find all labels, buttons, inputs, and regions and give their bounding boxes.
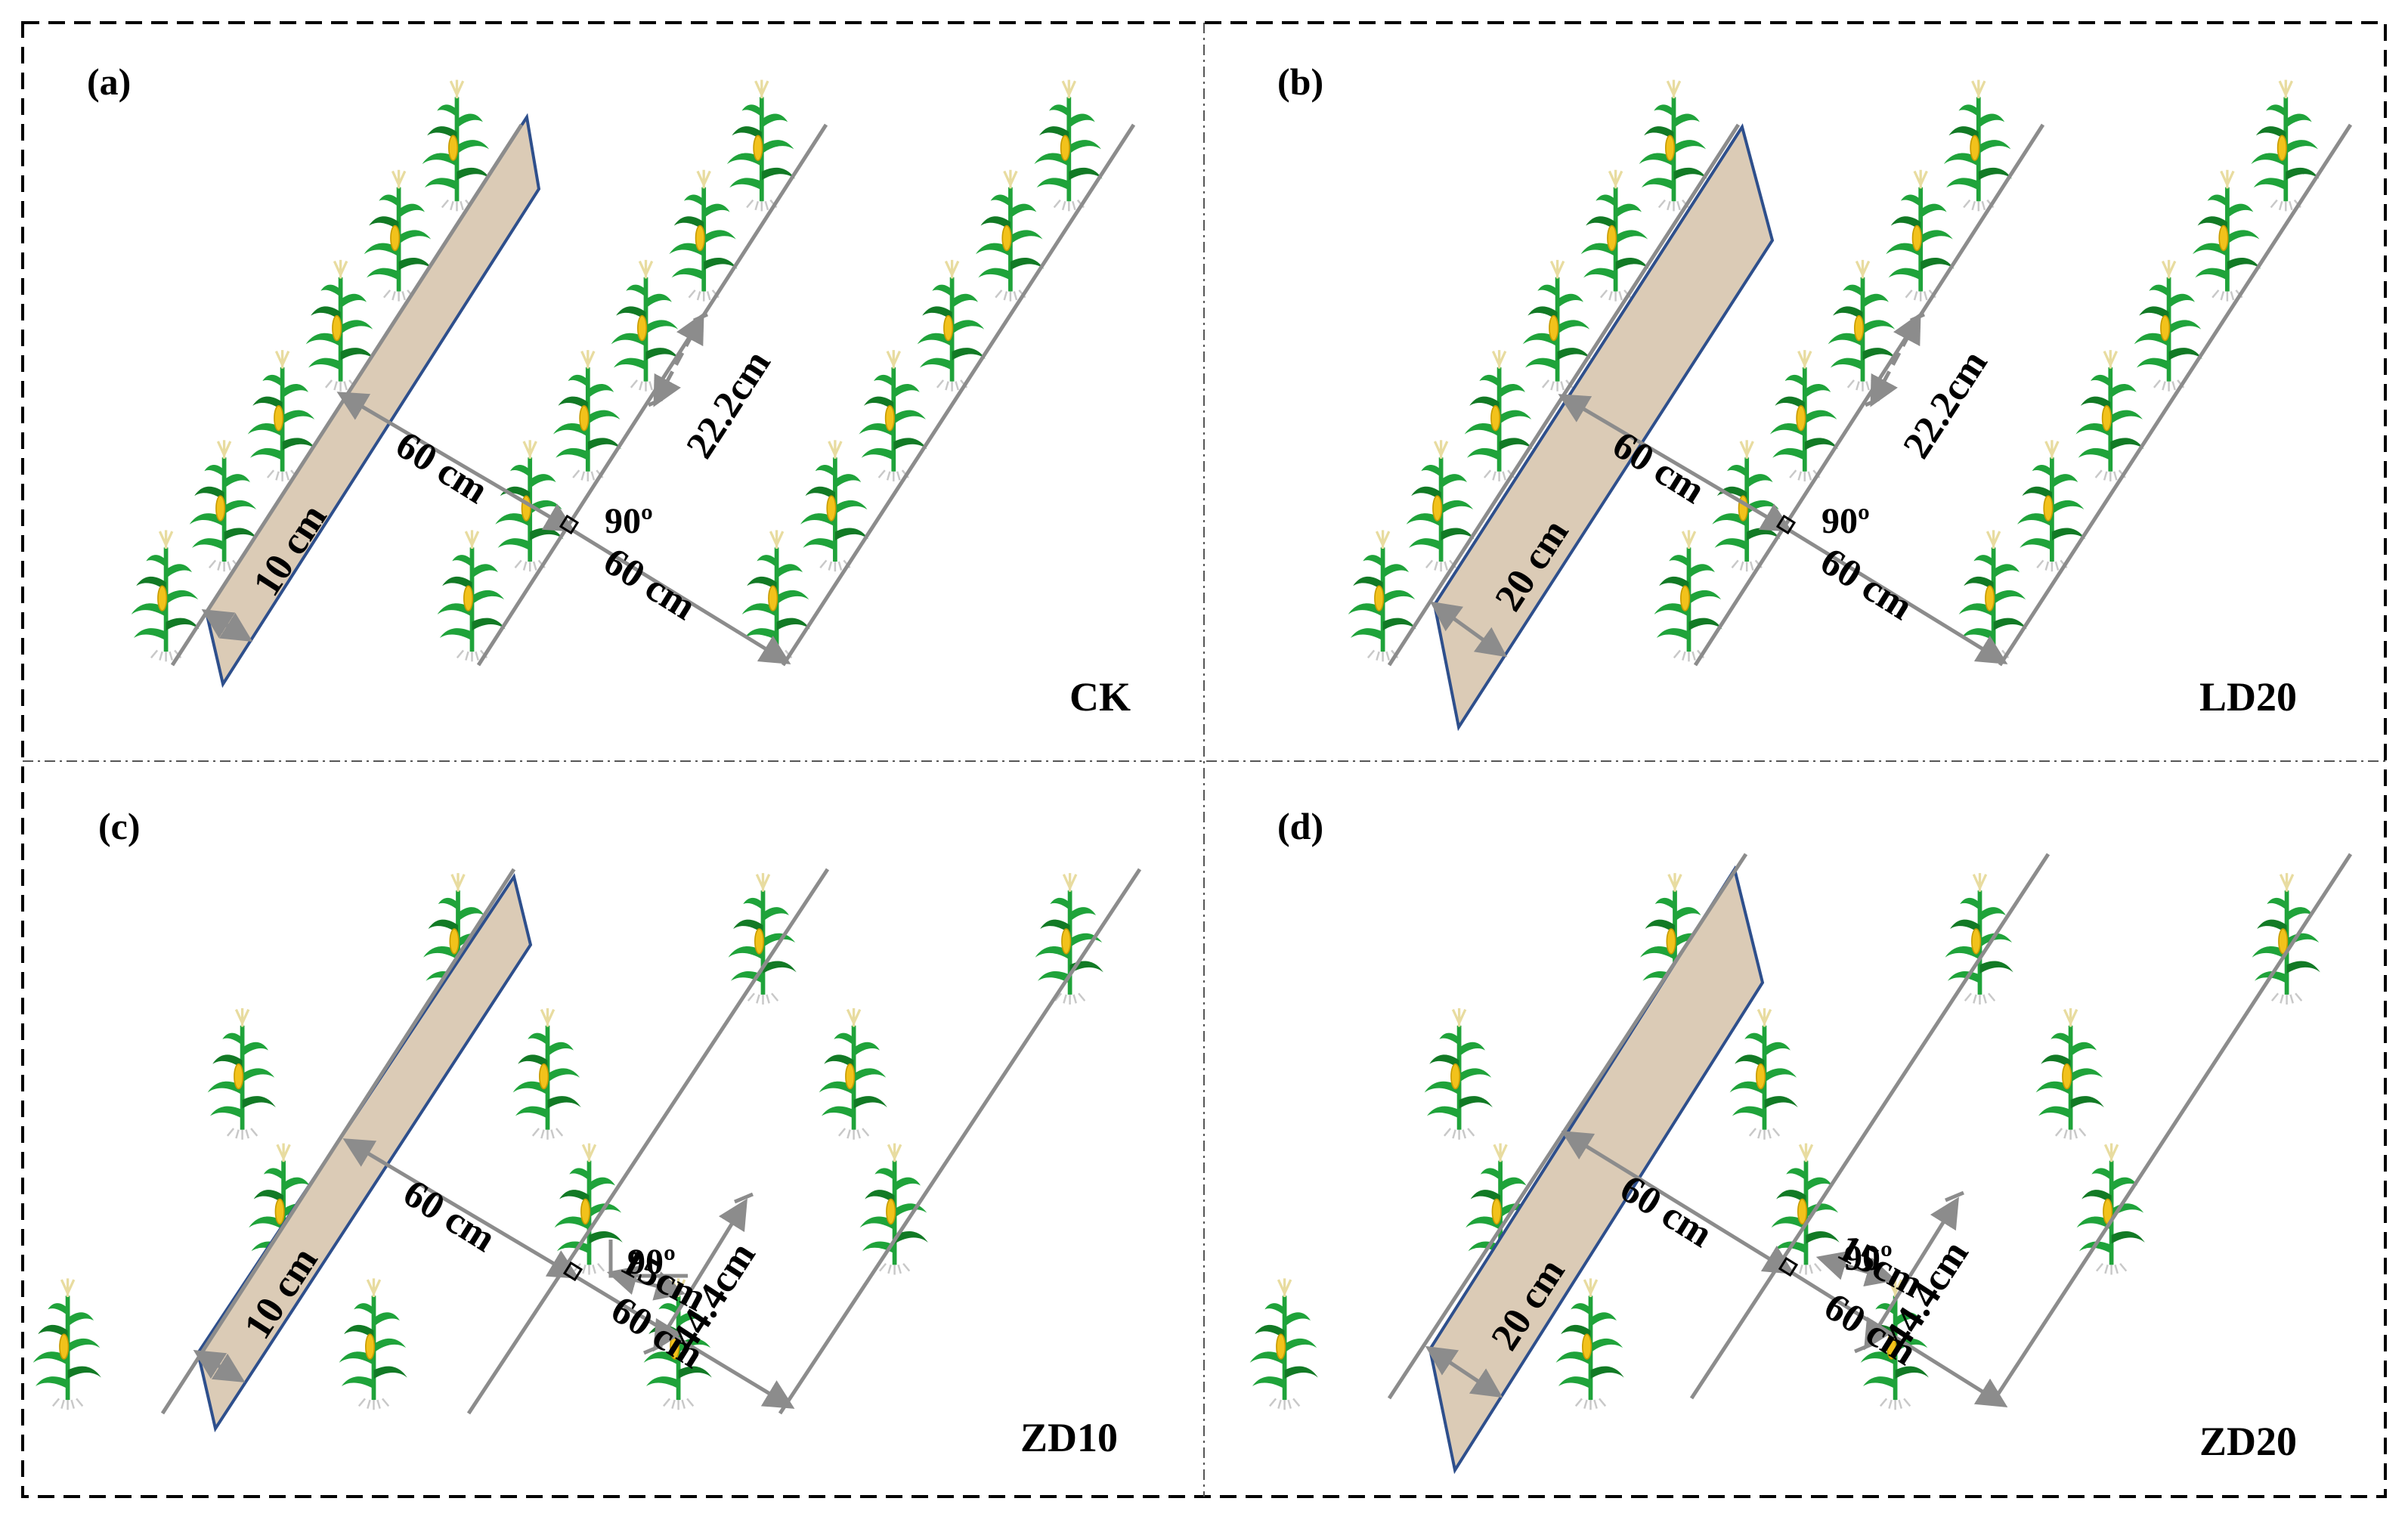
plant-row-3: [1998, 123, 2353, 667]
plant-row-3: [781, 123, 1136, 667]
row-spacing-label-1: 60 cm: [1605, 423, 1713, 512]
right-angle-mark: [1775, 514, 1797, 535]
right-angle-mark: [562, 1261, 583, 1282]
row-spacing-arrow-2: [569, 527, 791, 664]
maize-plant-icon: [208, 1008, 276, 1140]
plant-spacing-arrow: [1864, 1196, 1959, 1351]
row-spacing-label-2: 60 cm: [596, 540, 704, 629]
angle-label: 90º: [1844, 1238, 1893, 1278]
maize-plant-icon: [1730, 1008, 1798, 1140]
right-angle-mark: [1778, 1256, 1799, 1277]
panel-label: (d): [1277, 805, 1323, 847]
row-spacing-arrow-1: [336, 392, 576, 532]
maize-plant-icon: [1250, 1278, 1318, 1410]
plant-spacing-arrow: [653, 312, 704, 407]
maize-plant-icon: [1772, 1144, 1840, 1275]
plant-spacing-arrow: [653, 1198, 747, 1352]
row-spacing-arrow-1: [1558, 394, 1793, 532]
treatment-label: CK: [1069, 674, 1131, 720]
tick-mark: [647, 397, 664, 407]
strip-width-arrow: [1429, 601, 1508, 658]
maize-plant-icon: [1556, 1278, 1624, 1410]
outer-frame: [21, 21, 2387, 1498]
panel-label: (a): [87, 60, 131, 103]
maize-plant-icon: [2036, 1008, 2104, 1140]
panel-d: (d) 20 cm 60 cm 60 cm 90º 15cm 44.4cm ZD…: [1250, 805, 2353, 1475]
plant-spacing-arrow: [1870, 312, 1921, 407]
right-angle-mark: [559, 514, 580, 535]
panel-a: (a) 10 cm 60 cm 60 cm 90º 22.2cm CK: [87, 60, 1136, 720]
plant-row-2: [476, 123, 828, 667]
maize-plant-icon: [513, 1008, 581, 1140]
treatment-label: ZD20: [2199, 1419, 2297, 1464]
tick-mark: [692, 312, 709, 323]
panel-label: (c): [98, 805, 141, 847]
angle-label: 90º: [1821, 501, 1870, 541]
strip-width-arrow: [201, 608, 253, 642]
row-spacing-arrow-1: [342, 1138, 580, 1279]
row-spacing-label-1: 60 cm: [388, 423, 496, 512]
plant-spacing-label: 22.2cm: [678, 342, 779, 466]
plant-spacing-label: 22.2cm: [1895, 342, 1996, 466]
maize-plant-icon: [860, 1144, 928, 1275]
strip-width-arrow: [193, 1350, 246, 1382]
plants: [33, 873, 1103, 1410]
plants: [1250, 873, 2320, 1410]
maize-plant-icon: [819, 1008, 887, 1140]
tick-mark: [643, 1343, 663, 1355]
strip-width-arrow: [1425, 1345, 1503, 1398]
strip-region: [1428, 865, 1765, 1475]
plant-row-1: [160, 868, 516, 1415]
panel-c: (c) 10 cm 60 cm 60 cm 90º 15cm 44.4cm ZD…: [33, 805, 1142, 1460]
plant-row-1: [1387, 853, 1748, 1400]
row-spacing-label-1: 60 cm: [1613, 1167, 1720, 1256]
plant-row-3: [1993, 853, 2353, 1400]
panel-label: (b): [1277, 60, 1323, 103]
maize-plant-icon: [1425, 1008, 1493, 1140]
maize-plant-icon: [1945, 873, 2013, 1005]
treatment-label: ZD10: [1020, 1415, 1118, 1460]
tick-mark: [1864, 397, 1880, 407]
treatment-label: LD20: [2199, 674, 2297, 720]
angle-label: 90º: [605, 501, 653, 541]
row-spacing-arrow-1: [1561, 1131, 1795, 1274]
row-spacing-arrow-2: [1786, 527, 2008, 664]
maize-plant-icon: [33, 1278, 101, 1410]
maize-plant-icon: [729, 873, 797, 1005]
plant-row-3: [778, 868, 1142, 1415]
plant-row-2: [1693, 123, 2045, 667]
row-spacing-label-2: 60 cm: [1813, 540, 1921, 629]
angle-label: 90º: [627, 1242, 676, 1282]
maize-plant-icon: [2252, 873, 2320, 1005]
plant-row-2: [466, 868, 830, 1415]
plant-row-2: [1689, 853, 2051, 1400]
strip-region: [204, 113, 541, 689]
tick-mark: [1945, 1190, 1964, 1203]
tick-mark: [734, 1192, 754, 1204]
maize-plant-icon: [339, 1278, 407, 1410]
tick-mark: [1854, 1342, 1874, 1354]
tick-mark: [1909, 312, 1926, 323]
panel-b: (b) 20 cm 60 cm 60 cm 90º 22.2cm LD20: [1277, 60, 2353, 732]
row-spacing-label-1: 60 cm: [396, 1172, 503, 1261]
